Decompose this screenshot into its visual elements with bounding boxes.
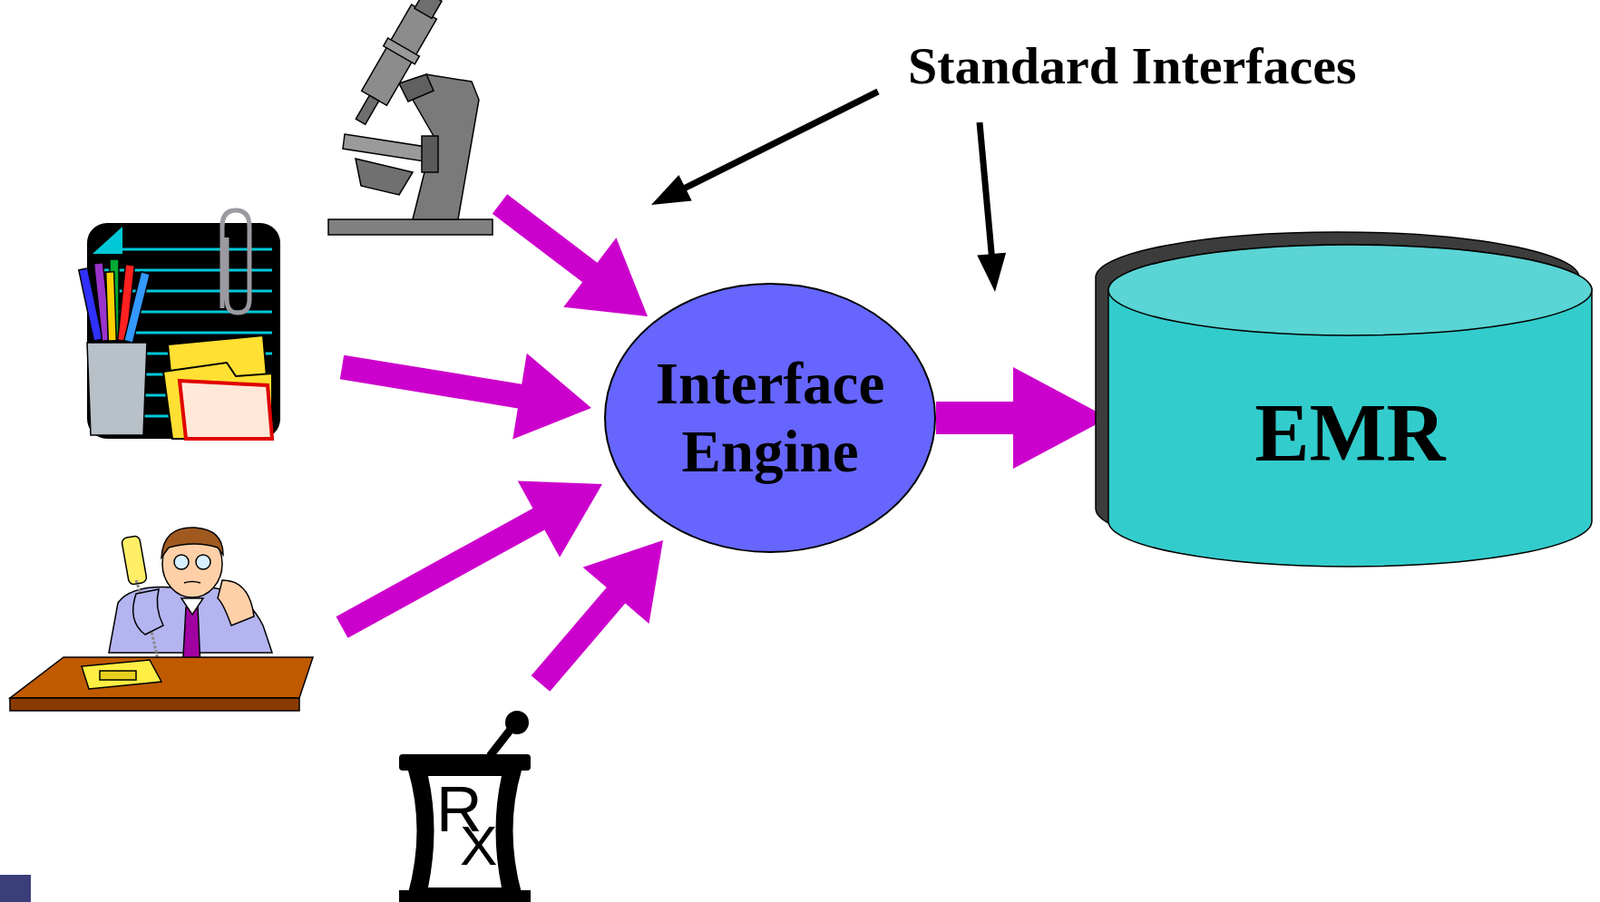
rx-letter: X	[459, 818, 498, 875]
leader-arrow	[976, 122, 1007, 293]
callout-title: Standard Interfaces	[907, 39, 1357, 93]
input-arrow	[340, 353, 592, 440]
microscope-icon	[328, 0, 493, 235]
engine-ellipse-outline	[604, 282, 937, 554]
engine-ellipse: Interface Engine	[604, 282, 937, 554]
staff-icon	[9, 527, 313, 712]
input-arrow	[492, 194, 648, 317]
input-arrow	[335, 481, 603, 639]
node-label: Interface Engine	[634, 350, 907, 487]
corner-mark	[0, 875, 31, 902]
connector-arrow	[936, 367, 1109, 469]
node-label: EMR	[1255, 386, 1446, 481]
input-arrow	[531, 540, 664, 693]
records-icon	[78, 210, 281, 440]
leader-arrow	[651, 88, 880, 205]
database-cylinder: EMR	[1108, 244, 1592, 567]
pharmacy-icon	[399, 711, 531, 902]
